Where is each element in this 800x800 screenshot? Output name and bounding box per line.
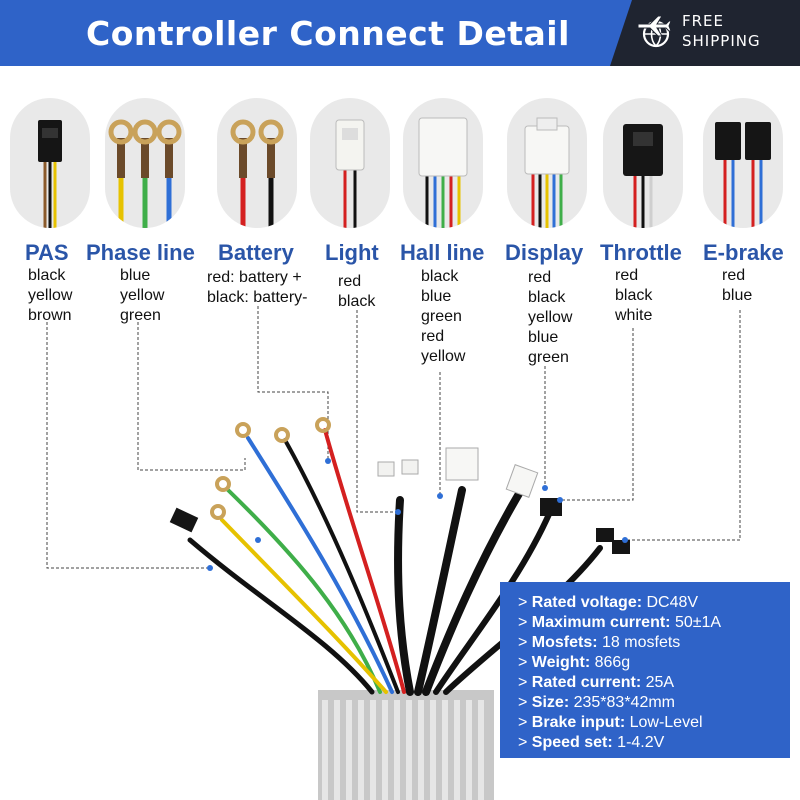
pas-wire-colors: black yellow brown: [28, 266, 72, 326]
wire-color: red: [615, 267, 639, 284]
spec-maximum-current: > Maximum current: 50±1A: [518, 614, 722, 631]
e-brake-wire-colors: red blue: [722, 266, 752, 306]
shipping-badge: [610, 0, 800, 66]
hall-line-label: Hall line: [400, 240, 485, 265]
wire-color: yellow: [120, 287, 165, 304]
plane-globe-icon: [637, 15, 672, 48]
wire-color: black: [338, 293, 376, 310]
throttle-wire-colors: red black white: [615, 266, 652, 326]
wire-color: red: [722, 267, 746, 284]
wire-color: red: battery +: [207, 269, 302, 286]
wire-color: black: [528, 289, 566, 306]
battery-connector-image: [217, 98, 297, 228]
wire-color: green: [528, 349, 569, 366]
wire-color: yellow: [528, 309, 573, 326]
wire-color: yellow: [28, 287, 73, 304]
display-label: Display: [505, 240, 584, 265]
wire-color: blue: [528, 329, 559, 346]
e-brake-connector-image: [703, 98, 783, 228]
phase-line-wire-colors: blue yellow green: [120, 266, 164, 326]
spec-mosfets: > Mosfets: 18 mosfets: [518, 634, 681, 651]
page-title: Controller Connect Detail: [86, 14, 570, 53]
wire-color: brown: [28, 307, 72, 324]
display-connector-image: [507, 98, 587, 228]
controller-body: [318, 690, 494, 800]
spec-size: > Size: 235*83*42mm: [518, 694, 675, 711]
wire-color: yellow: [421, 348, 466, 365]
spec-rated-current: > Rated current: 25A: [518, 674, 675, 691]
wire-color: green: [421, 308, 462, 325]
wire-color: red: [528, 269, 552, 286]
battery-wire-colors: red: battery + black: battery-: [207, 268, 307, 308]
spec-weight: > Weight: 866g: [518, 654, 631, 671]
leader-lines: [46, 306, 741, 569]
wire-color: blue: [421, 288, 452, 305]
e-brake-label: E-brake: [703, 240, 784, 265]
pas-label: PAS: [25, 240, 69, 265]
light-label: Light: [325, 240, 379, 265]
pas-connector-image: [10, 98, 90, 228]
spec-panel: [500, 582, 790, 758]
wire-color: red: [421, 328, 445, 345]
shipping-text-line2: SHIPPING: [682, 32, 761, 50]
wire-color: green: [120, 307, 161, 324]
battery-label: Battery: [218, 240, 294, 265]
light-connector-image: [310, 98, 390, 228]
spec-speed-set: > Speed set: 1-4.2V: [518, 734, 665, 751]
display-wire-colors: red black yellow blue green: [528, 268, 572, 368]
wire-marker-dots: [207, 458, 628, 571]
wire-color: blue: [722, 287, 753, 304]
hall-line-wire-colors: black blue green red yellow: [421, 267, 465, 367]
wire-color: black: [615, 287, 653, 304]
spec-rated-voltage: > Rated voltage: DC48V: [518, 594, 699, 611]
light-wire-colors: red black: [338, 272, 375, 312]
wire-color: blue: [120, 267, 151, 284]
wire-color: red: [338, 273, 362, 290]
shipping-text-line1: FREE: [682, 12, 725, 30]
ring-terminals: [210, 417, 331, 520]
wire-color: black: [28, 267, 66, 284]
hall-line-connector-image: [403, 98, 483, 228]
throttle-connector-image: [603, 98, 683, 228]
wire-color: black: battery-: [207, 289, 308, 306]
phase-line-label: Phase line: [86, 240, 195, 265]
throttle-label: Throttle: [600, 240, 682, 265]
phase-line-connector-image: [105, 98, 185, 228]
wire-color: black: [421, 268, 459, 285]
wire-color: white: [615, 307, 653, 324]
plug-connectors: [169, 447, 630, 554]
spec-brake-input: > Brake input: Low-Level: [518, 714, 703, 731]
